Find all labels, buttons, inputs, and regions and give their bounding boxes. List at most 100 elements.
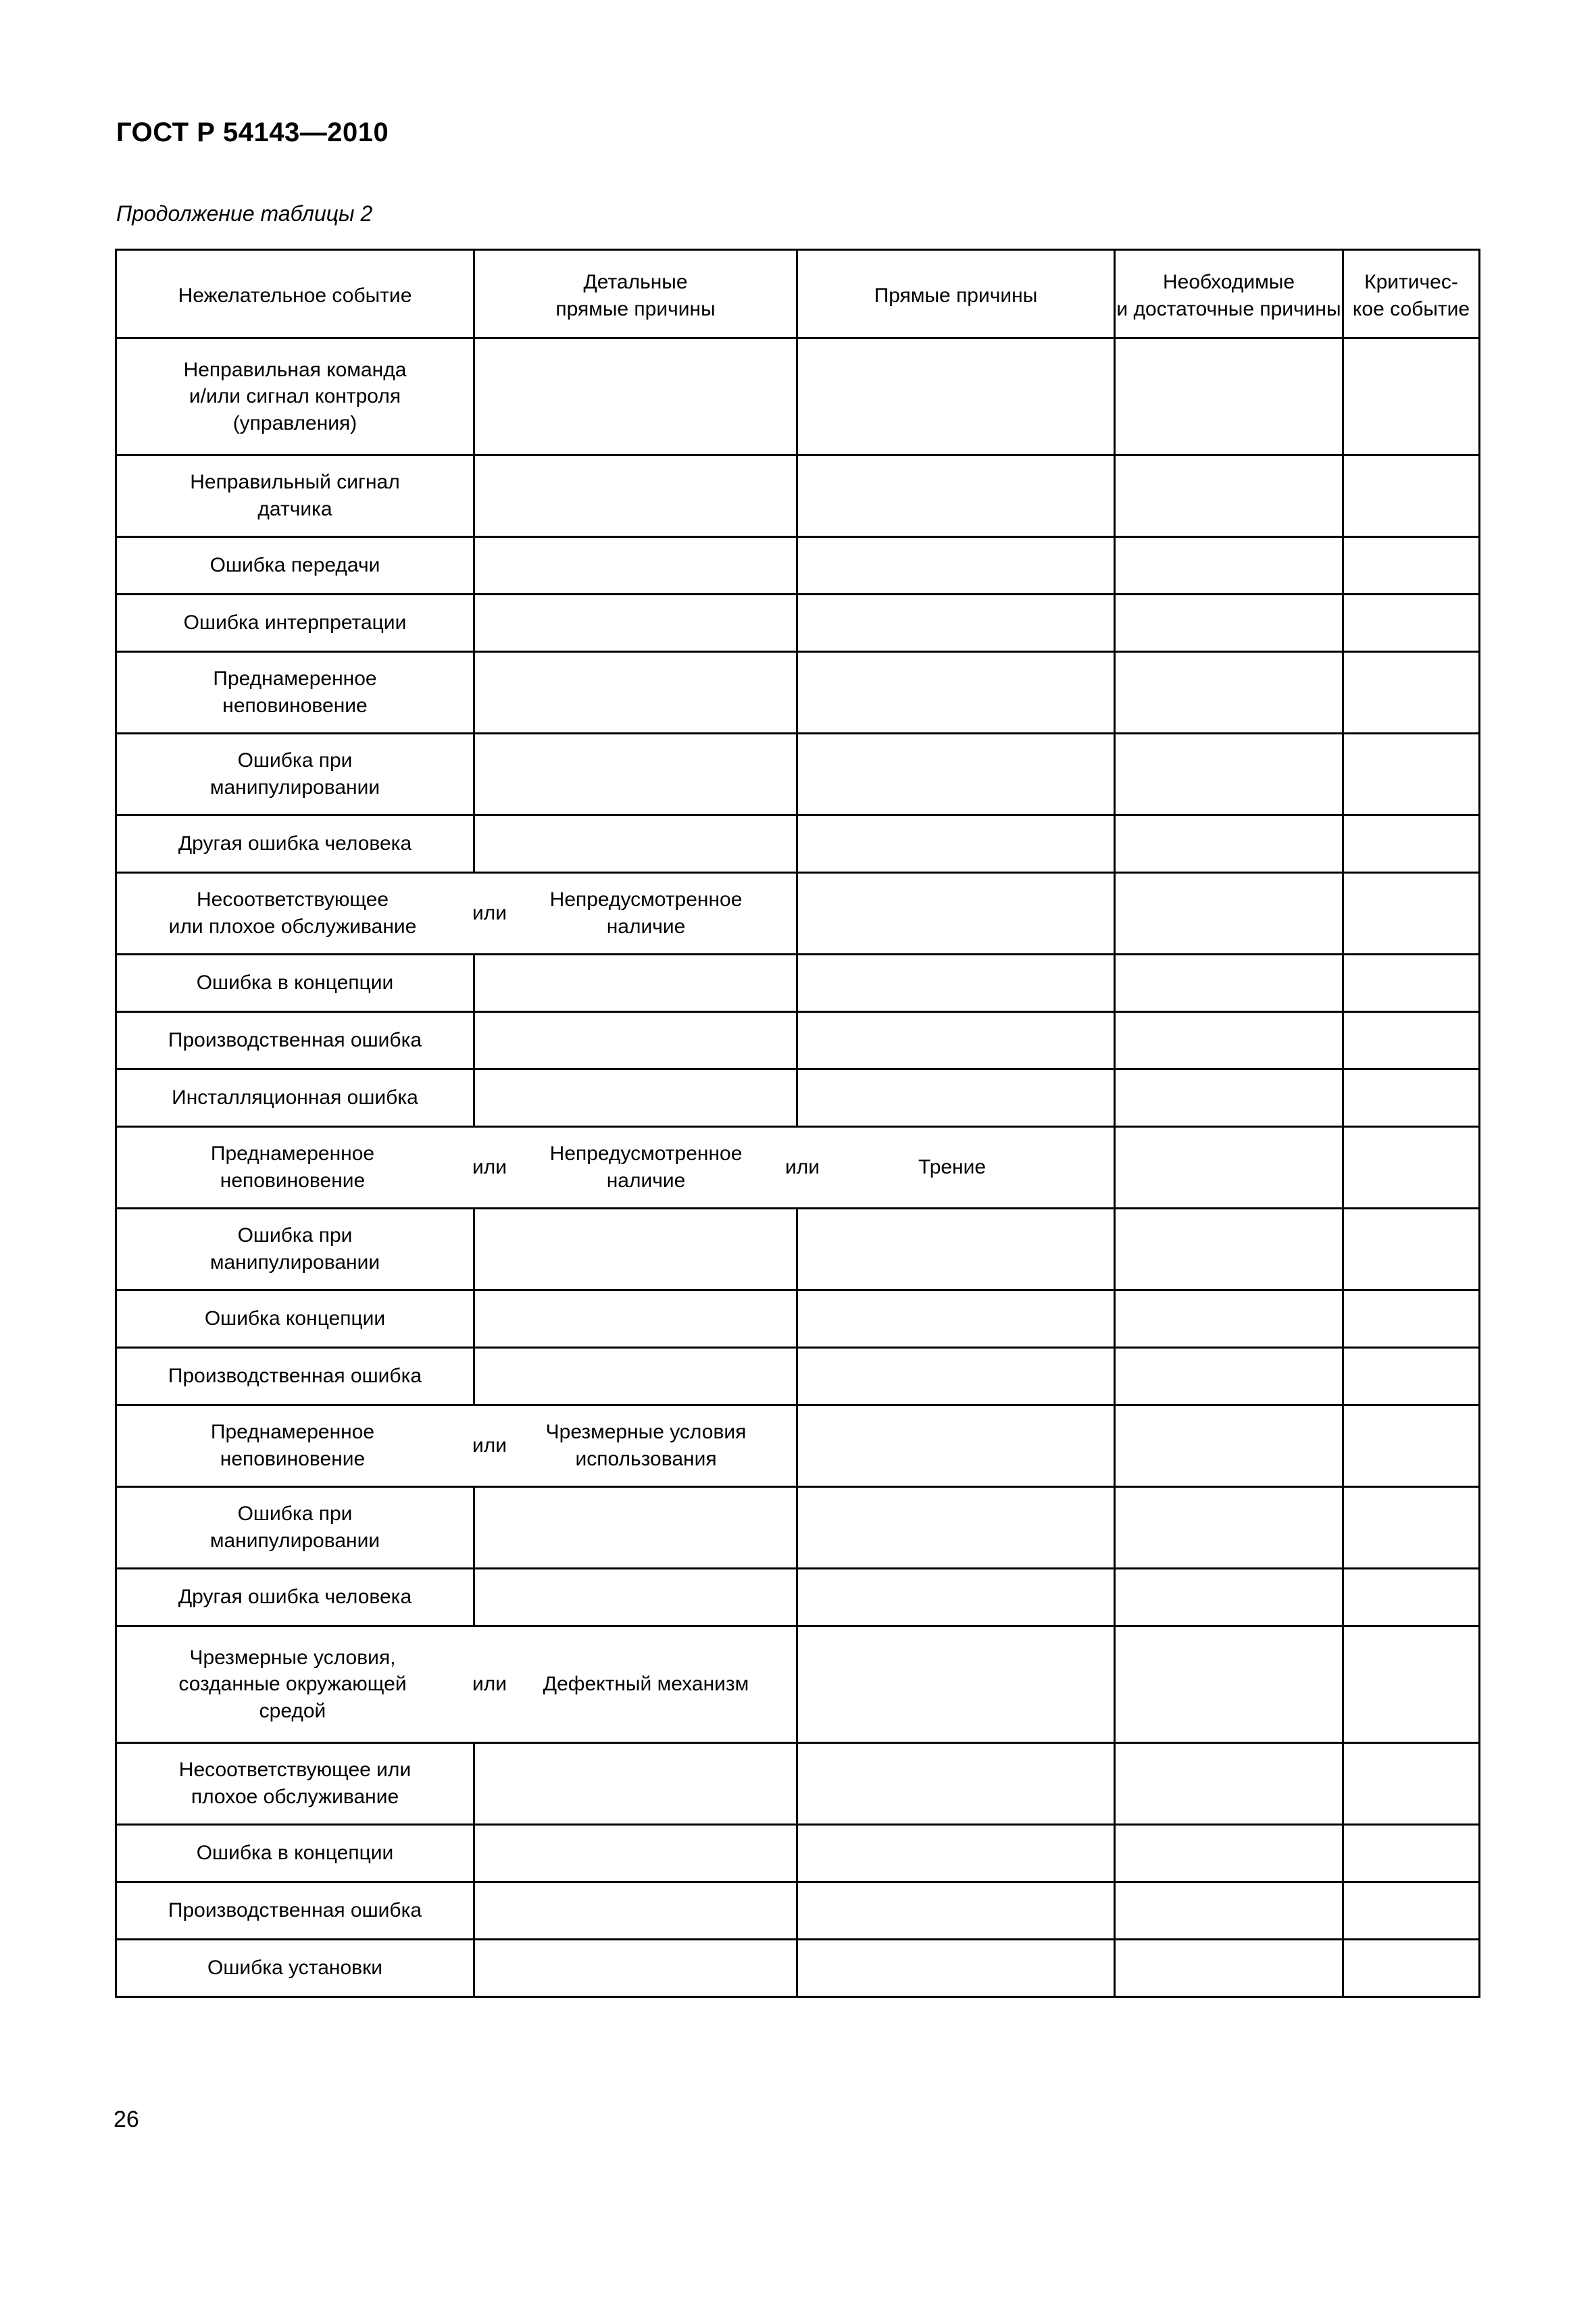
cell-incorrect-command: Неправильная команда и/или сигнал контро… — [115, 337, 475, 456]
cell-line: Производственная ошибка — [168, 1365, 422, 1388]
cell-empty-necessary — [1114, 454, 1344, 538]
cell-line: использования — [575, 1448, 717, 1470]
cell-line: манипулировании — [209, 1251, 380, 1274]
table-row: Неправильная команда и/или сигнал контро… — [115, 337, 1480, 456]
cell-line: манипулировании — [209, 776, 380, 799]
cell-empty-detailed — [473, 1068, 798, 1128]
cell-empty-necessary — [1114, 1742, 1344, 1826]
cell-line: наличие — [606, 915, 686, 938]
cell-empty-necessary — [1114, 872, 1344, 955]
header-label-critical-line3: событие — [1390, 298, 1470, 320]
cell-empty-necessary — [1114, 1881, 1344, 1940]
cell-empty-necessary — [1114, 1347, 1344, 1406]
fault-causes-table: Нежелательное событие Детальные прямые п… — [115, 249, 1480, 1998]
header-cell-critical-event: Критичес- кое событие — [1342, 249, 1480, 339]
cell-empty-necessary — [1114, 593, 1344, 653]
header-label-necessary-line3: причины — [1260, 298, 1341, 320]
cell-inadequate-or-poor-maintenance: Несоответствующее или плохое обслуживани… — [115, 1742, 475, 1826]
table-row: Производственная ошибка — [115, 1881, 1480, 1940]
cell-deliberate-disobedience-or-unintended-presence-or-friction: Преднамеренное неповиновение или Непреду… — [115, 1126, 1116, 1209]
cell-concept-error-3: Ошибка в концепции — [115, 1823, 475, 1883]
cell-empty-detailed — [473, 1289, 798, 1349]
cell-empty-critical — [1342, 1289, 1480, 1349]
table-row: Ошибка в концепции — [115, 1823, 1480, 1883]
cell-line: Трение — [918, 1156, 987, 1179]
table-row: Ошибка в концепции — [115, 953, 1480, 1013]
table-row: Ошибка установки — [115, 1938, 1480, 1998]
cell-line: Ошибка при — [237, 1503, 353, 1526]
span-segment-middle: Непредусмотренное наличие — [511, 1140, 781, 1194]
cell-empty-critical — [1342, 1881, 1480, 1940]
cell-empty-direct — [796, 593, 1116, 653]
cell-line: созданные окружающей — [178, 1673, 407, 1696]
table-row: Ошибка при манипулировании — [115, 732, 1480, 816]
cell-empty-critical — [1342, 1126, 1480, 1209]
cell-empty-detailed — [473, 337, 798, 456]
table-row: Ошибка концепции — [115, 1289, 1480, 1349]
cell-line: и/или сигнал контроля — [189, 385, 401, 408]
cell-inadequate-maintenance-or-unintended-presence: Несоответствующее или плохое обслуживани… — [115, 872, 798, 955]
cell-empty-necessary — [1114, 1207, 1344, 1291]
header-label-necessary-line1: Необходимые — [1162, 271, 1295, 294]
cell-empty-critical — [1342, 1011, 1480, 1070]
cell-empty-detailed — [473, 1347, 798, 1406]
cell-concept-error: Ошибка в концепции — [115, 953, 475, 1013]
table-row: Неправильный сигнал датчика — [115, 454, 1480, 538]
cell-empty-detailed — [473, 536, 798, 595]
cell-empty-necessary — [1114, 732, 1344, 816]
cell-empty-necessary — [1114, 1126, 1344, 1209]
table-row: Ошибка передачи — [115, 536, 1480, 595]
cell-line: Несоответствующее или — [178, 1759, 412, 1782]
table-row: Преднамеренное неповиновение или Чрезмер… — [115, 1404, 1480, 1488]
header-cell-detailed-direct-causes: Детальные прямые причины — [473, 249, 798, 339]
span-segment-left: Преднамеренное неповиновение — [117, 1419, 468, 1472]
cell-manufacturing-error: Производственная ошибка — [115, 1011, 475, 1070]
standard-number-header: ГОСТ Р 54143—2010 — [116, 118, 389, 147]
cell-installation-error-2: Ошибка установки — [115, 1938, 475, 1998]
cell-empty-detailed — [473, 454, 798, 538]
table-row: Ошибка при манипулировании — [115, 1486, 1480, 1569]
cell-empty-direct — [796, 1823, 1116, 1883]
cell-empty-necessary — [1114, 536, 1344, 595]
cell-empty-detailed — [473, 651, 798, 734]
cell-empty-detailed — [473, 814, 798, 874]
connector-or: или — [472, 1434, 507, 1457]
cell-empty-direct — [796, 872, 1116, 955]
cell-empty-direct — [796, 953, 1116, 1013]
table-row: Преднамеренное неповиновение или Непреду… — [115, 1126, 1480, 1209]
cell-empty-detailed — [473, 953, 798, 1013]
cell-empty-necessary — [1114, 1289, 1344, 1349]
table-caption: Продолжение таблицы 2 — [116, 201, 373, 226]
cell-empty-necessary — [1114, 1567, 1344, 1627]
header-cell-direct-causes: Прямые причины — [796, 249, 1116, 339]
cell-empty-direct — [796, 1567, 1116, 1627]
cell-empty-direct — [796, 536, 1116, 595]
cell-empty-critical — [1342, 814, 1480, 874]
cell-incorrect-sensor-signal: Неправильный сигнал датчика — [115, 454, 475, 538]
cell-line: Ошибка в концепции — [196, 1842, 394, 1865]
connector-or: или — [472, 1673, 507, 1696]
cell-interpretation-error: Ошибка интерпретации — [115, 593, 475, 653]
cell-line: Ошибка при — [237, 1224, 353, 1247]
cell-line: Производственная ошибка — [168, 1899, 422, 1922]
cell-line: манипулировании — [209, 1530, 380, 1552]
span-segment-left: Чрезмерные условия, созданные окружающей… — [117, 1644, 468, 1725]
cell-empty-necessary — [1114, 1625, 1344, 1744]
cell-line: или плохое обслуживание — [168, 915, 417, 938]
cell-empty-necessary — [1114, 1486, 1344, 1569]
cell-empty-critical — [1342, 337, 1480, 456]
cell-empty-necessary — [1114, 337, 1344, 456]
table-2-continuation: Нежелательное событие Детальные прямые п… — [115, 249, 1480, 1998]
table-header-row: Нежелательное событие Детальные прямые п… — [115, 249, 1480, 339]
span-segment-left: Несоответствующее или плохое обслуживани… — [117, 886, 468, 940]
page-number: 26 — [114, 2107, 139, 2132]
cell-line: неповиновение — [220, 1448, 366, 1470]
span-segment-right: Дефектный механизм — [511, 1671, 781, 1698]
cell-line: Ошибка концепции — [204, 1307, 386, 1330]
cell-line: Преднамеренное — [210, 1421, 375, 1444]
cell-empty-critical — [1342, 536, 1480, 595]
cell-line: Ошибка при — [237, 749, 353, 772]
cell-empty-critical — [1342, 1567, 1480, 1627]
cell-line: неповиновение — [222, 695, 368, 717]
cell-empty-direct — [796, 1011, 1116, 1070]
